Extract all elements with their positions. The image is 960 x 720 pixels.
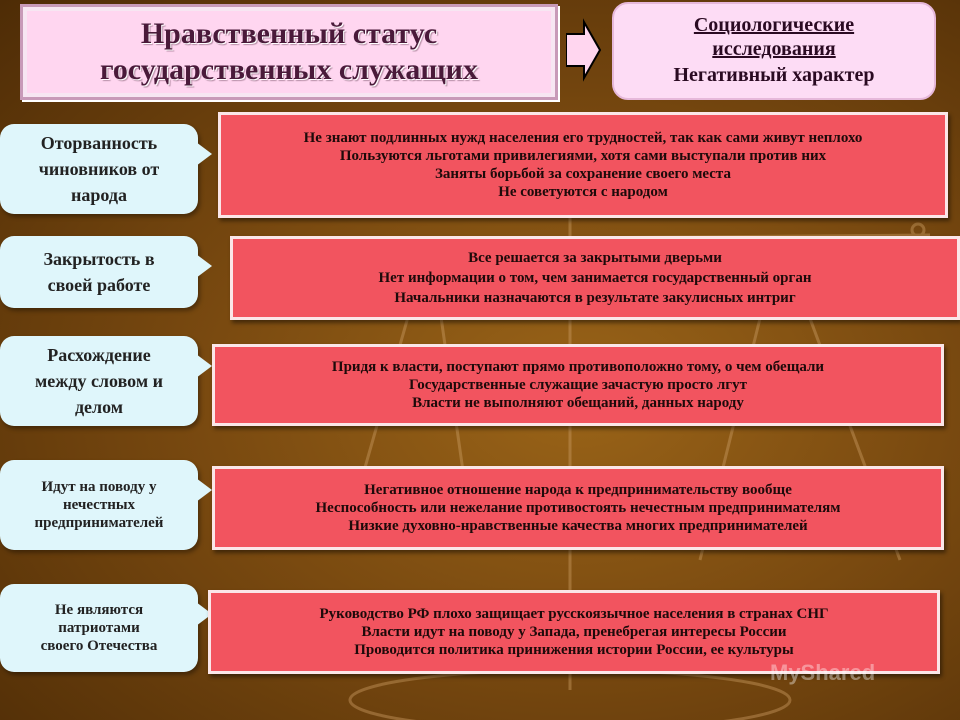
research-title-line-1: Социологические (693, 14, 855, 36)
problem-item: Заняты борьбой за сохранение своего мест… (435, 166, 731, 182)
problem-item: Начальники назначаются в результате заку… (394, 290, 796, 306)
callout-pointer (196, 478, 212, 502)
callout-pointer (196, 142, 212, 166)
problem-box-detachment: Не знают подлинных нужд населения его тр… (218, 112, 948, 218)
problem-item: Не советуются с народом (498, 184, 668, 200)
problem-item: Низкие духовно-нравственные качества мно… (348, 518, 808, 534)
callout-not-patriots: Не являются патриотами своего Отечества (0, 584, 212, 672)
problem-item: Власти не выполняют обещаний, данных нар… (412, 395, 744, 411)
callout-label: Идут на поводу у нечестных предпринимате… (34, 479, 164, 531)
problem-item: Все решается за закрытыми дверьми (468, 250, 722, 266)
problem-item: Негативное отношение народа к предприним… (364, 482, 792, 498)
problem-item: Придя к власти, поступают прямо противоп… (331, 359, 825, 375)
research-title-line-2: исследования (712, 38, 836, 60)
callout-label: Оторванность чиновников от народа (38, 133, 160, 205)
title-line-1: Нравственный статус (140, 17, 438, 50)
research-panel: Социологические исследования Негативный … (612, 2, 936, 100)
callout-label: Закрытость в своей работе (43, 249, 155, 295)
title-line-2: государственных служащих (100, 53, 478, 86)
problem-item: Власти идут на поводу у Запада, пренебре… (361, 624, 787, 640)
callout-label: Не являются патриотами своего Отечества (40, 602, 158, 654)
callout-dishonest-business: Идут на поводу у нечестных предпринимате… (0, 460, 212, 550)
callout-closedness: Закрытость в своей работе (0, 236, 212, 308)
problem-box-word-deed-gap: Придя к власти, поступают прямо противоп… (212, 344, 944, 426)
arrow-right-icon (566, 18, 602, 82)
problem-item: Не знают подлинных нужд населения его тр… (303, 130, 863, 146)
problem-box-dishonest-business: Негативное отношение народа к предприним… (212, 466, 944, 550)
callout-pointer (196, 354, 212, 378)
callout-label: Расхождение между словом и делом (35, 345, 163, 417)
problem-item: Пользуются льготами привилегиями, хотя с… (339, 148, 827, 164)
problem-item: Нет информации о том, чем занимается гос… (378, 270, 812, 286)
problem-item: Неспособность или нежелание противостоят… (315, 500, 841, 516)
problem-box-closedness: Все решается за закрытыми дверьми Нет ин… (230, 236, 960, 320)
callout-word-deed-gap: Расхождение между словом и делом (0, 336, 212, 426)
callout-pointer (196, 254, 212, 278)
problem-item: Руководство РФ плохо защищает русскоязыч… (319, 606, 829, 622)
callout-detachment: Оторванность чиновников от народа (0, 124, 212, 214)
problem-item: Государственные служащие зачастую просто… (409, 377, 747, 393)
problem-item: Проводится политика принижения истории Р… (354, 642, 794, 658)
watermark-logo: MyShared (770, 660, 876, 685)
problem-box-not-patriots: Руководство РФ плохо защищает русскоязыч… (208, 590, 940, 674)
research-subtitle: Негативный характер (673, 64, 875, 86)
